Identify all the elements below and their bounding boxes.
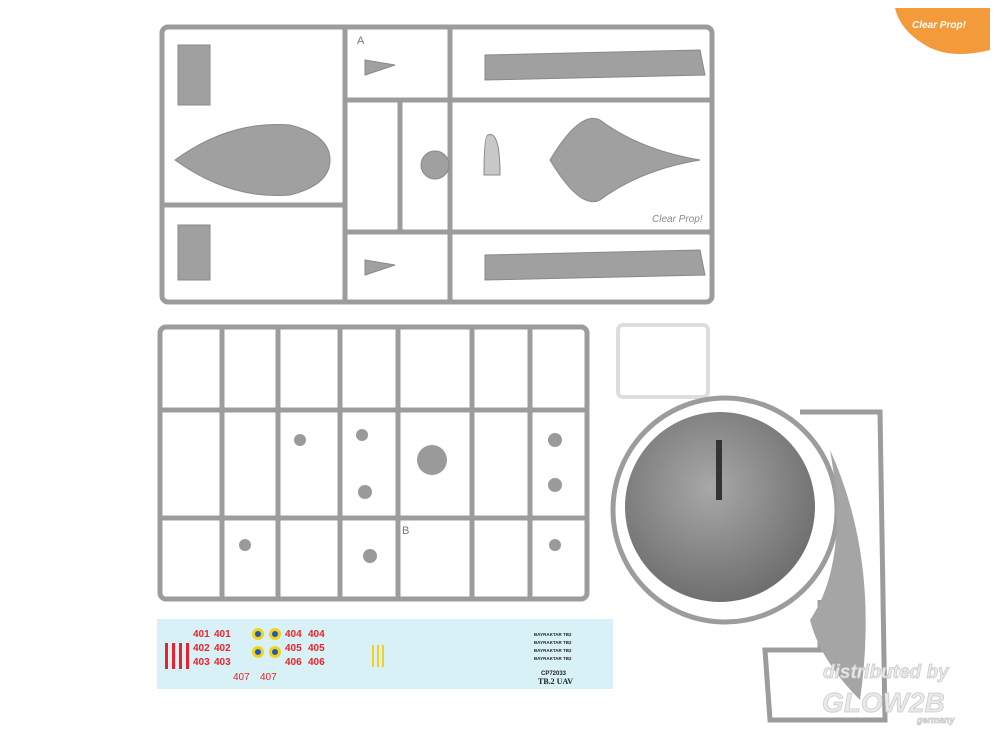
sprue-b-parts xyxy=(239,429,562,563)
svg-text:Clear Prop!: Clear Prop! xyxy=(912,20,967,31)
decal-405-b: 405 xyxy=(308,643,325,654)
svg-text:distributed by: distributed by xyxy=(823,662,950,683)
decal-406-a: 406 xyxy=(285,657,302,668)
sprue-a-parts xyxy=(174,44,706,281)
sprue-b-letter: B xyxy=(402,525,409,537)
svg-text:germany: germany xyxy=(916,715,956,725)
decal-sheet xyxy=(157,619,613,689)
decal-402-a: 402 xyxy=(193,643,210,654)
decal-406-b: 406 xyxy=(308,657,325,668)
decal-bayraktar-1: BAYRAKTAR TB2 xyxy=(534,632,572,637)
clear-sprue xyxy=(616,323,710,399)
sprue-b xyxy=(157,324,590,602)
decal-401-b: 401 xyxy=(214,629,231,640)
sprue-a-letter: A xyxy=(357,35,365,47)
decal-title: TB.2 UAV xyxy=(538,677,573,686)
decal-404-a: 404 xyxy=(285,629,302,640)
decal-catalog-number: CP72033 xyxy=(541,671,567,677)
svg-text:GLOW2B: GLOW2B xyxy=(822,687,945,718)
distributor-watermark: distributed by GLOW2B germany xyxy=(822,662,956,726)
sprue-brand-tag: Clear Prop! xyxy=(652,214,703,225)
decal-402-b: 402 xyxy=(214,643,231,654)
decal-bayraktar-4: BAYRAKTAR TB2 xyxy=(534,656,572,661)
decal-401-a: 401 xyxy=(193,629,210,640)
decal-bayraktar-2: BAYRAKTAR TB2 xyxy=(534,640,572,645)
decal-407-b: 407 xyxy=(260,672,277,683)
dome-sprue xyxy=(610,395,888,723)
decal-407-a: 407 xyxy=(233,672,250,683)
sprue-a xyxy=(159,24,715,305)
decal-403-b: 403 xyxy=(214,657,231,668)
decal-404-b: 404 xyxy=(308,629,325,640)
decal-bayraktar-3: BAYRAKTAR TB2 xyxy=(534,648,572,653)
decal-405-a: 405 xyxy=(285,643,302,654)
clear-prop-logo: Clear Prop! xyxy=(895,8,990,54)
decal-403-a: 403 xyxy=(193,657,210,668)
